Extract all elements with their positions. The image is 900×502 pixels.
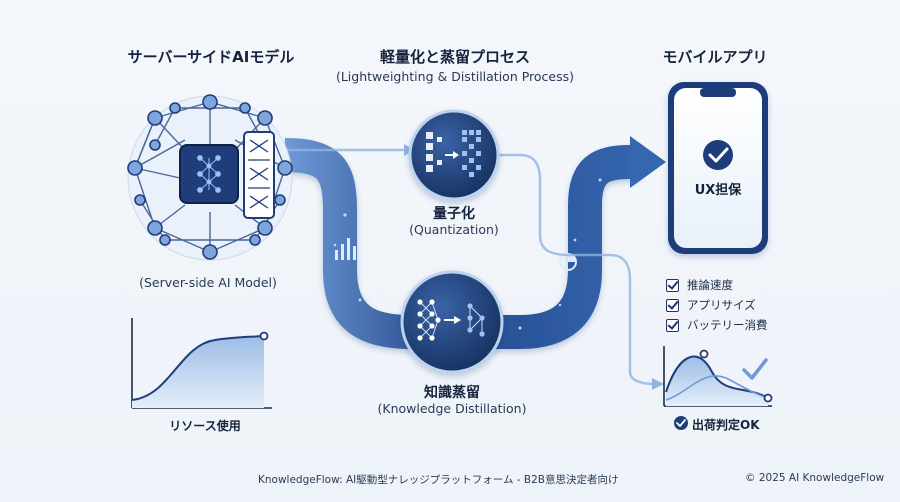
distillation-sublabel: (Knowledge Distillation) — [377, 401, 527, 416]
process-title: 軽量化と蒸留プロセス — [379, 48, 530, 66]
server-rack-icon — [243, 131, 275, 219]
shipping-check-chart — [663, 346, 773, 430]
quantization-label: 量子化 — [433, 206, 475, 222]
server-ai-model-icon — [127, 94, 293, 261]
phone-ux-label: UX担保 — [694, 183, 742, 198]
connector-lines — [285, 148, 656, 386]
checklist-item-label: アプリサイズ — [687, 298, 756, 312]
checklist: 推論速度 アプリサイズ バッテリー消費 — [666, 275, 768, 335]
quantization-node-icon — [408, 109, 500, 201]
checkbox-icon — [666, 318, 679, 332]
bar-chart-icon — [335, 238, 356, 260]
quantization-sublabel: (Quantization) — [409, 222, 499, 237]
resource-usage-chart — [131, 318, 272, 409]
resource-usage-label: リソース使用 — [169, 419, 241, 433]
distillation-node-icon — [400, 270, 504, 374]
checkmark-icon — [742, 358, 768, 380]
check-circle-icon — [703, 140, 733, 170]
checklist-item-label: バッテリー消費 — [687, 318, 768, 332]
process-subtitle: (Lightweighting & Distillation Process) — [335, 69, 575, 84]
flow-arrowhead — [630, 136, 666, 188]
checklist-item: バッテリー消費 — [666, 315, 768, 335]
distillation-label: 知識蒸留 — [424, 385, 480, 401]
checklist-item: 推論速度 — [666, 275, 768, 295]
server-model-title: サーバーサイドAIモデル — [127, 48, 295, 66]
checklist-item: アプリサイズ — [666, 295, 768, 315]
server-model-caption: (Server-side AI Model) — [139, 275, 277, 290]
checklist-item-label: 推論速度 — [687, 278, 733, 292]
checkbox-icon — [666, 278, 679, 292]
connector-arrowhead-bottom — [652, 378, 664, 390]
mobile-app-title: モバイルアプリ — [662, 48, 768, 66]
copyright-text: © 2025 AI KnowledgeFlow — [745, 472, 885, 484]
checkbox-icon — [666, 298, 679, 312]
footer-text: KnowledgeFlow: AI駆動型ナレッジプラットフォーム - B2B意思… — [258, 474, 619, 486]
shipping-ok-label: 出荷判定OK — [692, 418, 760, 432]
mobile-phone-icon — [668, 82, 768, 254]
